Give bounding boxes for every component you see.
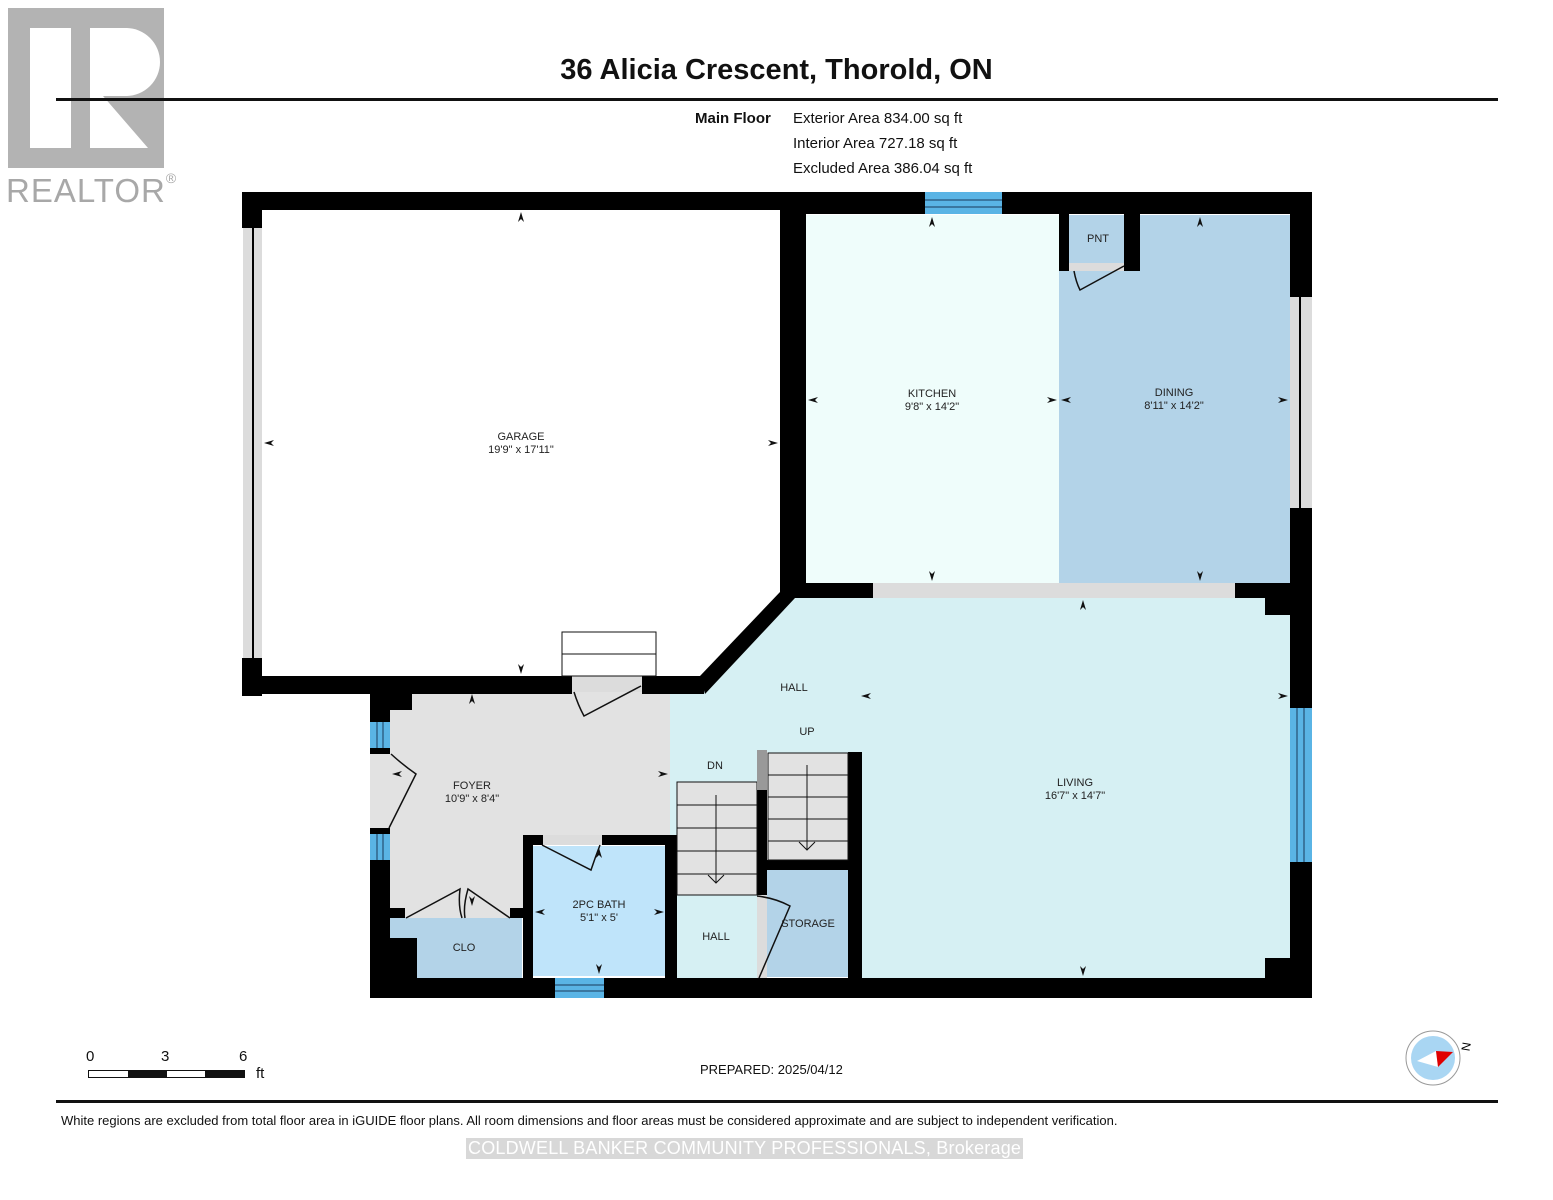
pantry-room [1060,215,1130,263]
compass-icon: N [1405,1030,1474,1086]
stairs-down-label: DN [707,760,723,772]
walls [242,192,1312,998]
garage-label: GARAGE [497,431,544,443]
scale-tick-3: 3 [161,1048,170,1065]
footer-divider [56,1100,1498,1103]
scale-tick-0: 0 [86,1048,95,1065]
foyer-label: FOYER [453,780,491,792]
living-dims: 16'7" x 14'7" [1045,790,1105,802]
disclaimer-text: White regions are excluded from total fl… [61,1113,1118,1128]
bath-room [533,846,665,976]
dining-label: DINING [1155,387,1194,399]
exterior-area: Exterior Area 834.00 sq ft [793,110,963,127]
storage-room [767,870,849,977]
scale-tick-6: 6 [239,1048,248,1065]
garage-room [262,210,780,676]
page-title: 36 Alicia Crescent, Thorold, ON [560,54,993,86]
realtor-wordmark: REALTOR® [6,170,178,209]
interior-area: Interior Area 727.18 sq ft [793,135,958,152]
hall-lower-room [677,895,757,977]
hall-living-room [670,598,1290,978]
kitchen-label: KITCHEN [908,388,956,400]
hall-upper-label: HALL [780,682,808,694]
foyer-room [390,692,670,918]
excluded-area: Excluded Area 386.04 sq ft [793,160,973,177]
dimension-markers [264,212,1288,976]
storage-label: STORAGE [781,918,835,930]
foyer-dims: 10'9" x 8'4" [445,793,499,805]
pantry-label: PNT [1087,233,1109,245]
dining-dims: 8'11" x 14'2" [1144,400,1204,412]
scale-bar-graphic [88,1070,245,1078]
closet-label: CLO [453,942,476,954]
compass-north-label: N [1459,1041,1474,1052]
scale-bar: 0 3 6 ft [86,1048,286,1088]
header-divider [56,98,1498,101]
openings [243,228,1312,978]
hall-lower-label: HALL [702,931,730,943]
scale-unit: ft [256,1065,265,1082]
living-label: LIVING [1057,777,1093,789]
door-swings [388,265,1125,979]
bath-label: 2PC BATH [573,899,626,911]
stairs-up-label: UP [799,726,814,738]
kitchen-dims: 9'8" x 14'2" [905,401,959,413]
garage-dims: 19'9" x 17'11" [488,444,554,456]
prepared-date: PREPARED: 2025/04/12 [700,1062,843,1077]
windows [370,192,1312,998]
realtor-logo-icon [8,8,164,168]
brokerage-watermark: COLDWELL BANKER COMMUNITY PROFESSIONALS,… [466,1138,1024,1159]
kitchen-room [806,215,1059,583]
dining-room [1059,215,1290,583]
bath-dims: 5'1" x 5' [580,912,618,924]
floor-name: Main Floor [695,110,771,127]
